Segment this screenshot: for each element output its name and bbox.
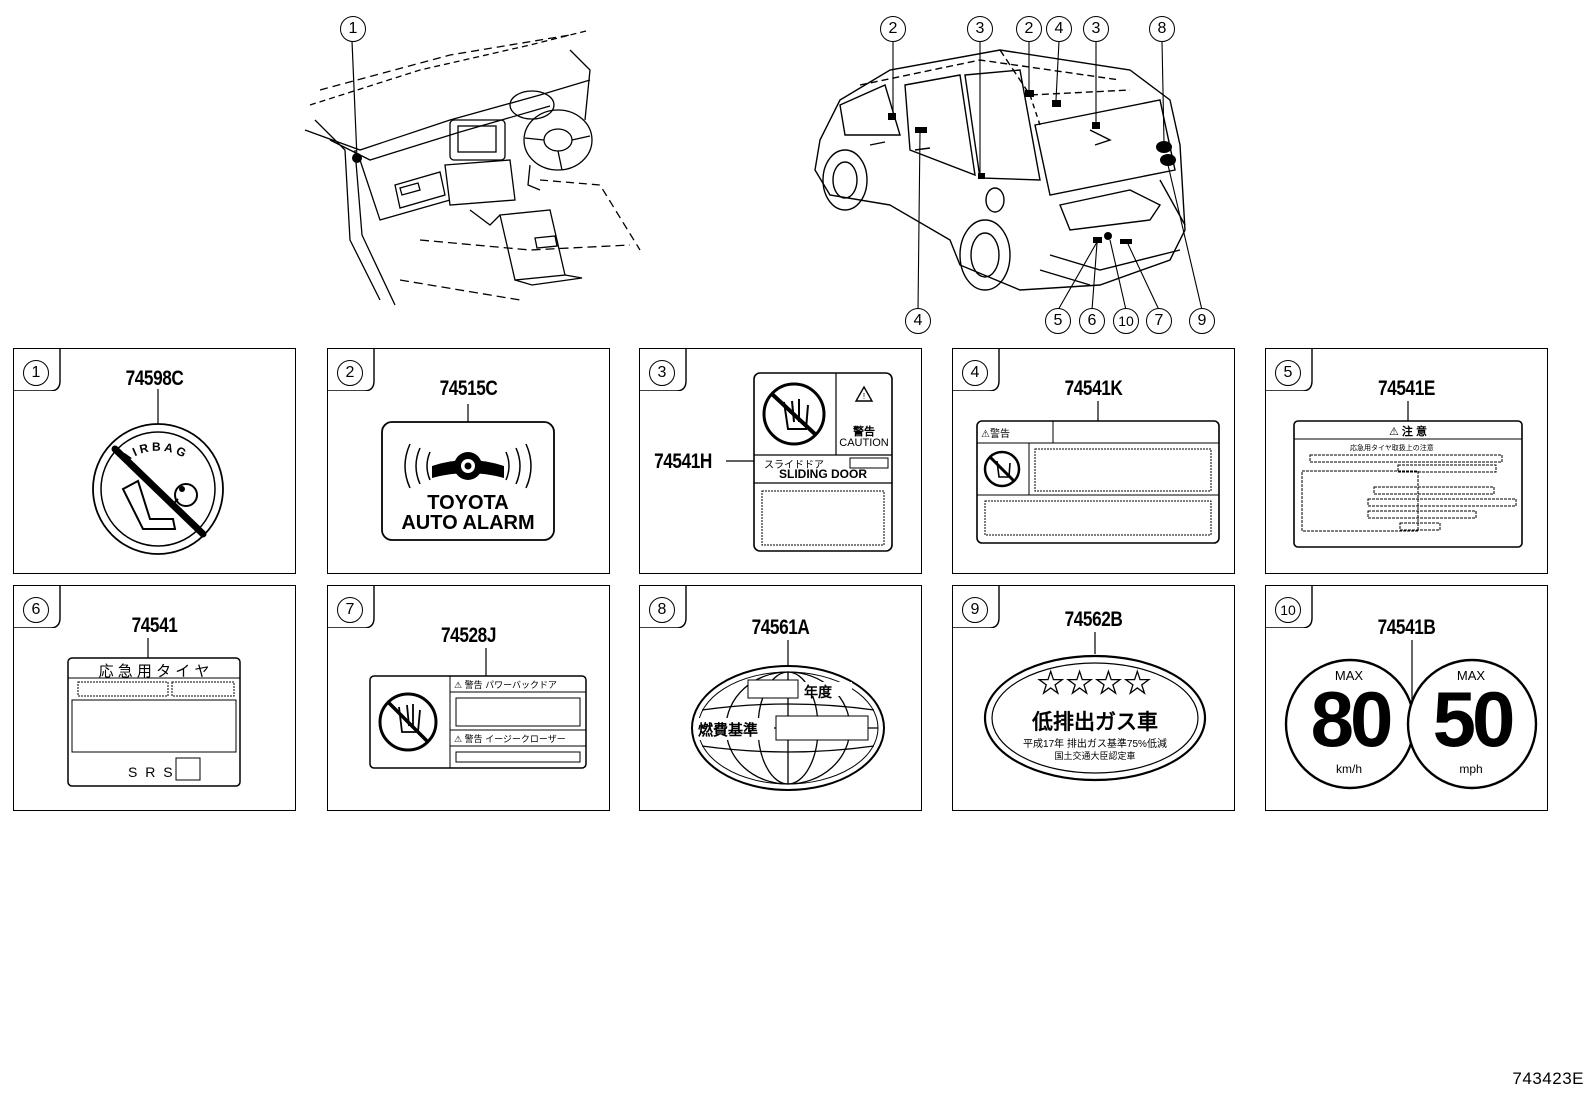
label-panel-4: 4 74541K ⚠警告 — [952, 348, 1235, 574]
panel-number: 1 — [23, 360, 49, 386]
panel-number: 4 — [962, 360, 988, 386]
overview-callout-2b[interactable]: 2 — [1016, 16, 1042, 42]
max-label-kmh: MAX — [1334, 668, 1364, 683]
alarm-text-line1: TOYOTA — [427, 492, 509, 514]
four-star-rating: ★★★★ — [1037, 667, 1153, 700]
low-emission-title: 低排出ガス車 — [1032, 711, 1158, 734]
sliding-door-en: SLIDING DOOR — [778, 467, 867, 481]
spare-tire-caution-label — [1293, 401, 1523, 548]
part-number: 74541H — [654, 450, 712, 473]
part-number: 74528J — [440, 624, 496, 647]
panel-number: 9 — [962, 597, 988, 623]
label-panel-9: 9 74562B ★★★★ 低排出ガス車 平成17年 排出ガス基準75%低減 国… — [952, 585, 1235, 811]
overview-callout-4b[interactable]: 4 — [905, 308, 931, 334]
spare-tire-srs-label — [67, 638, 241, 787]
part-number: 74562B — [1064, 608, 1123, 631]
fuel-standard-text: 燃費基準 — [698, 722, 759, 739]
interior-dashboard-illustration — [304, 29, 641, 306]
easy-closer-text: ⚠ 警告 イージークローザー — [454, 734, 566, 744]
panel-number: 7 — [337, 597, 363, 623]
panel-number: 5 — [1275, 360, 1301, 386]
exterior-van-illustration — [814, 40, 1203, 311]
part-number: 74541E — [1378, 377, 1435, 400]
label-panel-1: 1 74598C AIRBAG — [13, 348, 296, 574]
part-number: 74515C — [439, 377, 498, 400]
overview-callout-9[interactable]: 9 — [1189, 308, 1215, 334]
speed-limit-label — [1284, 640, 1538, 790]
part-number: 74541B — [1377, 616, 1436, 639]
overview-callout-7[interactable]: 7 — [1146, 308, 1172, 334]
part-number: 74561A — [751, 616, 810, 639]
airbag-label-icon — [92, 389, 224, 555]
panel-number: 3 — [649, 360, 675, 386]
overview-callout-8[interactable]: 8 — [1149, 16, 1175, 42]
caution-en: CAUTION — [839, 437, 889, 449]
airbag-word: AIRBAG — [119, 440, 188, 466]
svg-text:!: ! — [863, 392, 865, 401]
label-panel-8: 8 74561A 年度 燃費基準 — [639, 585, 922, 811]
auto-alarm-label — [381, 404, 555, 541]
speed-50: 50 — [1432, 675, 1516, 763]
emission-standard-text: 平成17年 排出ガス基準75%低減 — [1023, 739, 1167, 750]
overview-callout-10[interactable]: 10 — [1113, 308, 1139, 334]
caution-header: ⚠ 注 意 — [1389, 426, 1427, 438]
spare-tire-title: 応 急 用 タ イ ヤ — [98, 663, 210, 680]
part-number: 74598C — [125, 367, 184, 390]
label-panel-7: 7 74528J ⚠ 警告 パワーバックドア ⚠ 警告 イージークローザー — [327, 585, 610, 811]
warning-header: ⚠警告 — [981, 429, 1010, 440]
panel-number: 10 — [1275, 597, 1301, 623]
document-id: 743423E — [1512, 1069, 1584, 1088]
label-panel-5: 5 74541E ⚠ 注 意 応急用タイヤ取扱上の注意 — [1265, 348, 1548, 574]
part-number: 74541 — [131, 614, 178, 637]
fiscal-year-text: 年度 — [804, 684, 832, 700]
kmh-unit: km/h — [1335, 762, 1362, 776]
speed-80: 80 — [1310, 675, 1394, 763]
low-emission-oval-label — [983, 632, 1207, 782]
panel-number: 6 — [23, 597, 49, 623]
sliding-door-jp: スライドドア — [764, 460, 824, 471]
overview-callout-4a[interactable]: 4 — [1046, 16, 1072, 42]
panel-number: 2 — [337, 360, 363, 386]
label-panel-2: 2 74515C TOYOTA AUTO ALARM — [327, 348, 610, 574]
overview-callout-6[interactable]: 6 — [1079, 308, 1105, 334]
svg-text:AIRBAG: AIRBAG — [119, 440, 191, 466]
label-panel-6: 6 74541 応 急 用 タ イ ヤ S R S — [13, 585, 296, 811]
certified-text: 国土交通大臣認定車 — [1054, 751, 1136, 761]
part-number: 74541K — [1064, 377, 1123, 400]
panel-number: 8 — [649, 597, 675, 623]
label-panel-3: 3 74541H ! 警告 CAUTION スライドドア SLIDING DOO… — [639, 348, 922, 574]
alarm-text-line2: AUTO ALARM — [401, 512, 535, 534]
overview-callout-3b[interactable]: 3 — [1083, 16, 1109, 42]
power-back-door-warning-label — [369, 648, 587, 769]
overview-callout-5[interactable]: 5 — [1045, 308, 1071, 334]
label-panel-10: 10 74541B MAX 80 km/h MAX 50 mph — [1265, 585, 1548, 811]
overview-callout-3a[interactable]: 3 — [967, 16, 993, 42]
overview-callout-1[interactable]: 1 — [340, 16, 366, 42]
mph-unit: mph — [1459, 762, 1483, 776]
overview-callout-2a[interactable]: 2 — [880, 16, 906, 42]
caution-jp: 警告 — [853, 426, 875, 438]
power-back-door-text: ⚠ 警告 パワーバックドア — [454, 680, 557, 690]
fuel-economy-globe-label — [691, 640, 885, 791]
caution-subheader: 応急用タイヤ取扱上の注意 — [1350, 445, 1434, 452]
sliding-door-caution-label: ! — [726, 372, 893, 552]
airbag-ring-text: AIRBAG — [119, 440, 191, 466]
caution-warning-label — [976, 401, 1220, 544]
srs-text: S R S — [128, 764, 175, 780]
max-label-mph: MAX — [1456, 668, 1486, 683]
